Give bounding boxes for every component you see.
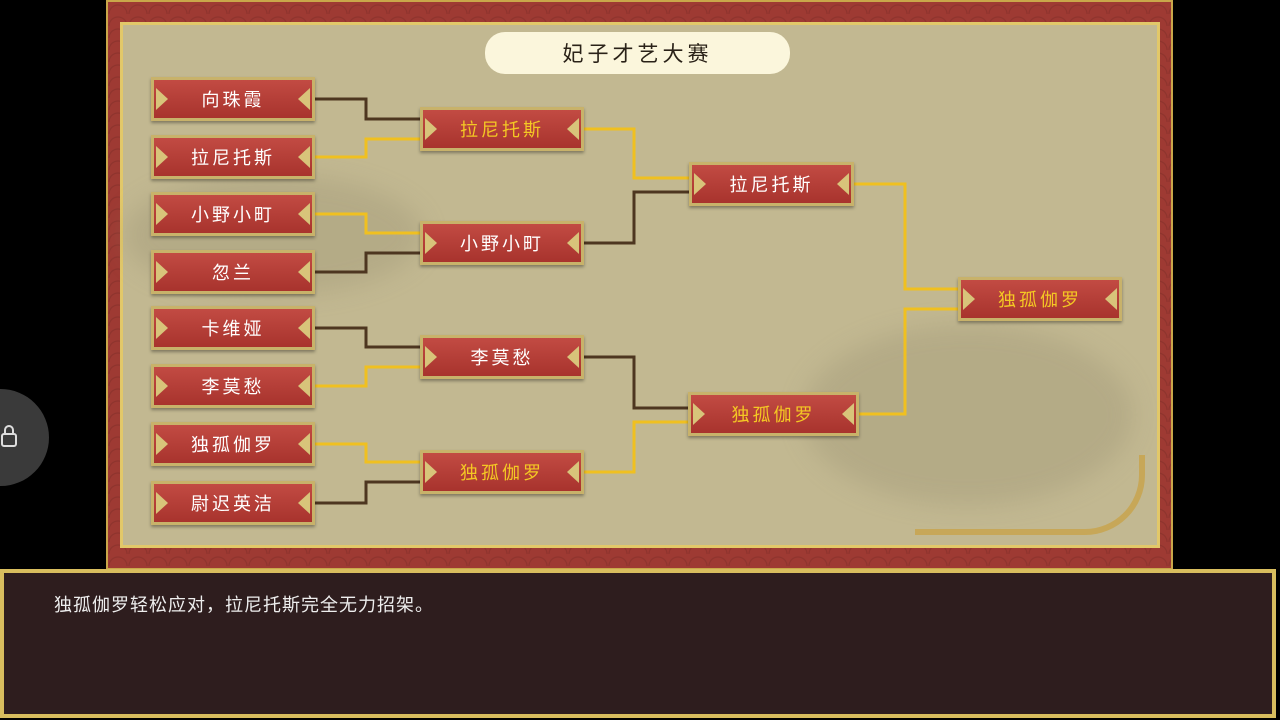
winner-connector <box>859 307 958 416</box>
round1-player[interactable]: 拉尼托斯 <box>151 135 315 179</box>
player-name: 小野小町 <box>191 205 275 226</box>
round2-player[interactable]: 拉尼托斯 <box>420 107 584 151</box>
player-name: 拉尼托斯 <box>460 120 544 141</box>
round2-player[interactable]: 独孤伽罗 <box>420 450 584 494</box>
player-name: 李莫愁 <box>470 348 534 369</box>
player-name: 独孤伽罗 <box>191 435 275 456</box>
semifinal-player[interactable]: 拉尼托斯 <box>689 162 854 206</box>
winner-connector <box>315 365 420 388</box>
round2-player[interactable]: 李莫愁 <box>420 335 584 379</box>
winner-connector <box>584 127 689 180</box>
lock-icon <box>1 425 17 447</box>
loser-connector <box>584 355 689 410</box>
player-name: 独孤伽罗 <box>460 463 544 484</box>
loser-connector <box>584 190 689 245</box>
round1-player[interactable]: 小野小町 <box>151 192 315 236</box>
round1-player[interactable]: 忽兰 <box>151 250 315 294</box>
player-name: 拉尼托斯 <box>729 175 814 196</box>
round1-player[interactable]: 尉迟英洁 <box>151 481 315 525</box>
page-title: 妃子才艺大赛 <box>485 32 790 74</box>
loser-connector <box>315 251 420 274</box>
player-name: 小野小町 <box>460 234 544 255</box>
round1-player[interactable]: 独孤伽罗 <box>151 422 315 466</box>
player-name: 向珠霞 <box>201 90 265 111</box>
semifinal-player[interactable]: 独孤伽罗 <box>688 392 859 436</box>
round2-player[interactable]: 小野小町 <box>420 221 584 265</box>
player-name: 尉迟英洁 <box>191 494 275 515</box>
champion[interactable]: 独孤伽罗 <box>958 277 1122 321</box>
player-name: 独孤伽罗 <box>998 290 1082 311</box>
winner-connector <box>584 420 689 474</box>
dialog-box[interactable]: 独孤伽罗轻松应对，拉尼托斯完全无力招架。 <box>0 569 1276 718</box>
winner-connector <box>315 212 420 235</box>
round1-player[interactable]: 卡维娅 <box>151 306 315 350</box>
loser-connector <box>315 480 420 505</box>
player-name: 忽兰 <box>212 263 254 284</box>
player-name: 拉尼托斯 <box>191 148 275 169</box>
loser-connector <box>315 97 420 121</box>
dialog-text: 独孤伽罗轻松应对，拉尼托斯完全无力招架。 <box>54 595 434 616</box>
winner-connector <box>315 137 420 159</box>
winner-connector <box>854 182 958 291</box>
player-name: 独孤伽罗 <box>731 405 816 426</box>
loser-connector <box>315 326 420 349</box>
player-name: 李莫愁 <box>201 377 265 398</box>
winner-connector <box>315 442 420 464</box>
round1-player[interactable]: 向珠霞 <box>151 77 315 121</box>
player-name: 卡维娅 <box>201 319 265 340</box>
round1-player[interactable]: 李莫愁 <box>151 364 315 408</box>
lock-button[interactable] <box>0 389 49 486</box>
